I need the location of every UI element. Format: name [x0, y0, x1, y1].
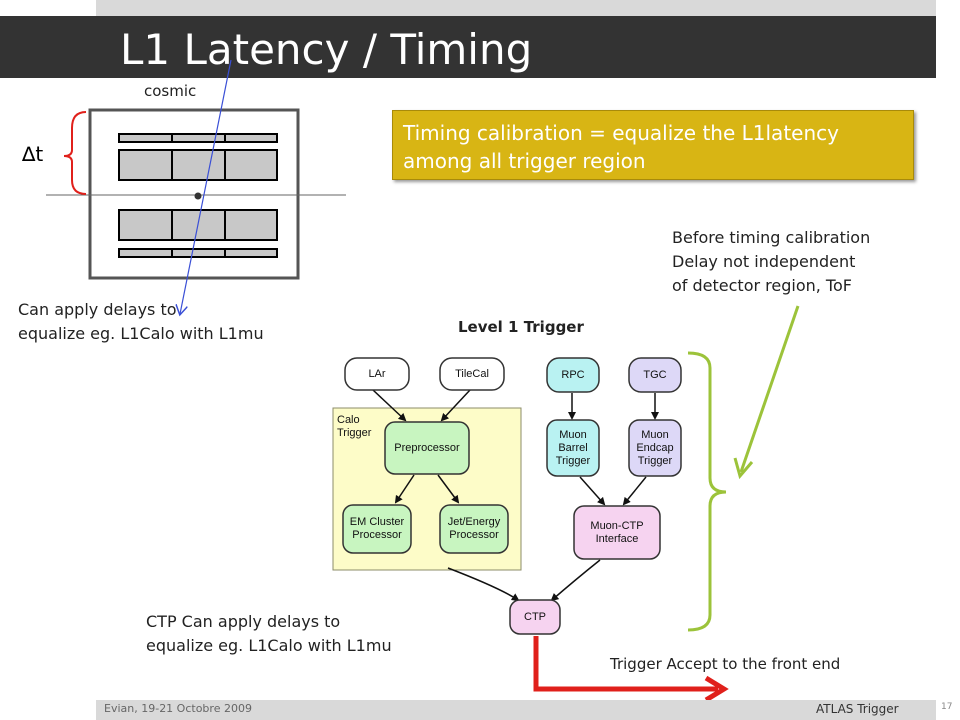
delays-note-line2: equalize eg. L1Calo with L1mu: [18, 324, 264, 343]
title-bar: [0, 16, 936, 78]
timing-calibration-callout: Timing calibration = equalize the L1late…: [392, 110, 914, 180]
before-calibration-line2: Delay not independent: [672, 252, 856, 271]
node-tgc: TGC: [629, 358, 681, 392]
node-preprocessor: Preprocessor: [385, 422, 469, 474]
delta-t-label: ∆t: [22, 142, 44, 166]
node-rpc-label: RPC: [561, 368, 585, 381]
node-lar: LAr: [345, 358, 409, 390]
muon-ctp-line2: Interface: [595, 532, 639, 545]
before-calibration-line3: of detector region, ToF: [672, 276, 852, 295]
node-muon-ctp-interface: Muon-CTP Interface: [574, 506, 660, 559]
node-ctp-label: CTP: [524, 610, 546, 623]
node-em-cluster-processor: EM Cluster Processor: [343, 505, 411, 553]
detector-sketch: [46, 59, 346, 314]
muon-endcap-line3: Trigger: [637, 454, 673, 467]
muon-barrel-line3: Trigger: [555, 454, 591, 467]
calo-group-line1: Calo: [337, 414, 360, 426]
ctp-delays-note-line1: CTP Can apply delays to: [146, 612, 341, 631]
jet-energy-line1: Jet/Energy: [447, 516, 501, 528]
calo-group-line2: Trigger: [337, 427, 372, 439]
muon-barrel-line1: Muon: [559, 428, 587, 441]
jet-energy-line2: Processor: [449, 529, 499, 541]
muon-barrel-line2: Barrel: [558, 441, 588, 454]
level1-trigger-diagram: [332, 357, 682, 635]
cosmic-label: cosmic: [144, 82, 197, 100]
level1-trigger-title: Level 1 Trigger: [458, 318, 584, 336]
footer-bar: [96, 700, 936, 720]
node-muon-endcap-trigger: Muon Endcap Trigger: [629, 420, 681, 476]
node-tgc-label: TGC: [643, 368, 667, 381]
node-ctp: CTP: [510, 600, 560, 634]
footer-event: Evian, 19-21 Octobre 2009: [104, 702, 252, 715]
muon-endcap-line2: Endcap: [636, 441, 674, 454]
delays-note-line1: Can apply delays to: [18, 300, 177, 319]
muon-ctp-line1: Muon-CTP: [590, 519, 644, 532]
node-rpc: RPC: [547, 358, 599, 392]
em-cluster-line2: Processor: [352, 529, 402, 541]
node-preprocessor-label: Preprocessor: [394, 441, 460, 454]
top-strip: [96, 0, 936, 16]
slide-title: L1 Latency / Timing: [120, 25, 533, 74]
footer-title: ATLAS Trigger: [816, 702, 899, 716]
muon-endcap-line1: Muon: [641, 428, 669, 441]
node-jet-energy-processor: Jet/Energy Processor: [440, 505, 508, 553]
trigger-accept-arrow: [533, 636, 729, 703]
node-tilecal-label: TileCal: [455, 367, 489, 380]
trigger-accept-label: Trigger Accept to the front end: [610, 655, 841, 673]
em-cluster-line1: EM Cluster: [349, 516, 405, 528]
calo-trigger-group-label: Calo Trigger: [337, 414, 377, 444]
page-number: 17: [941, 702, 953, 712]
node-lar-label: LAr: [368, 367, 386, 380]
before-calibration-line1: Before timing calibration: [672, 228, 871, 247]
trigger-region-brace: [687, 305, 800, 632]
node-muon-barrel-trigger: Muon Barrel Trigger: [547, 420, 599, 476]
ctp-delays-note-line2: equalize eg. L1Calo with L1mu: [146, 636, 392, 655]
node-tilecal: TileCal: [440, 358, 504, 390]
